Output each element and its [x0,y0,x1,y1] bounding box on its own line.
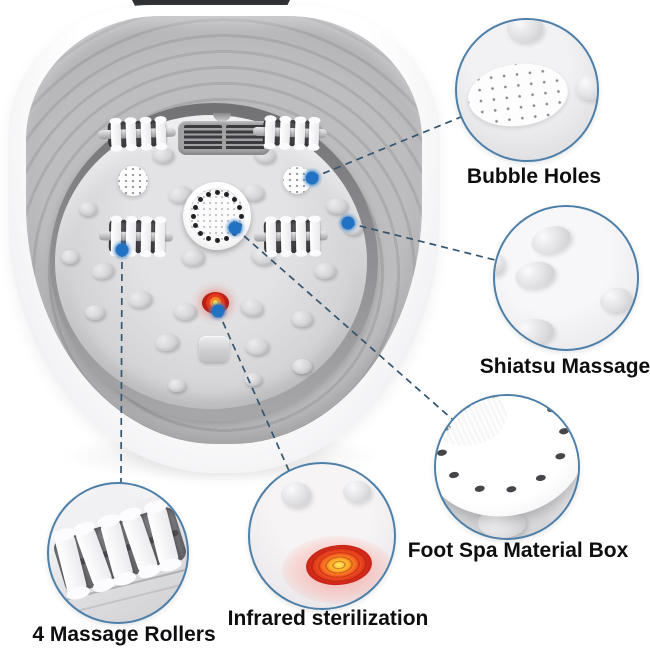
floor-pebble [152,147,174,163]
callout-massage-rollers-circle [47,482,189,624]
callout-foot-spa-material-box-circle [434,394,580,540]
callout-bubble-holes-circle [455,18,599,162]
floor-pebble [168,379,186,392]
callout-infrared-circle [248,462,396,610]
pebble [512,258,558,292]
bubble-plate-left [118,166,148,196]
pebble [495,253,505,275]
pebble-cutout [65,484,97,500]
material-box-lid-closeup [436,396,578,530]
label-foot-spa-material-box: Foot Spa Material Box [407,539,629,562]
label-bubble-holes: Bubble Holes [466,165,602,188]
floor-pebble [85,305,105,320]
callout-dot-bubble-holes [301,167,323,189]
label-massage-rollers: 4 Massage Rollers [32,623,216,646]
grille-slats-left [184,125,222,151]
floor-pebble [173,303,197,320]
material-box-holes-ring [498,438,509,446]
pebble [343,481,371,502]
pebble [527,221,575,259]
callout-shiatsu-massage-circle [493,205,639,351]
callout-dot-rollers [111,239,133,261]
pebble [598,285,634,315]
floor-pebble [326,198,348,214]
label-infrared-sterilization: Infrared sterilization [227,607,429,630]
floor-pebble [61,250,79,264]
pebble [507,20,543,42]
grille-notch [213,113,231,122]
callout-dot-infrared [207,300,229,322]
callout-dot-shiatsu [337,212,359,234]
floor-pebble [181,249,205,266]
floor-pebble [79,202,97,216]
floor-pebble [314,263,336,279]
roller-recess-closeup [51,503,187,597]
callout-dot-material-box [224,217,246,239]
bubble-holes-plate [464,58,572,132]
floor-pebble [291,311,313,327]
floor-pebble [245,338,269,355]
pebble [575,76,597,100]
floor-pebble [292,359,312,374]
pebble [281,482,311,507]
pebble-cutout [125,484,163,498]
label-shiatsu-massage: Shiatsu Massage [479,355,650,378]
drain-plug [199,336,229,362]
vent-grille-icon [178,121,270,155]
floor-pebble [244,373,262,386]
